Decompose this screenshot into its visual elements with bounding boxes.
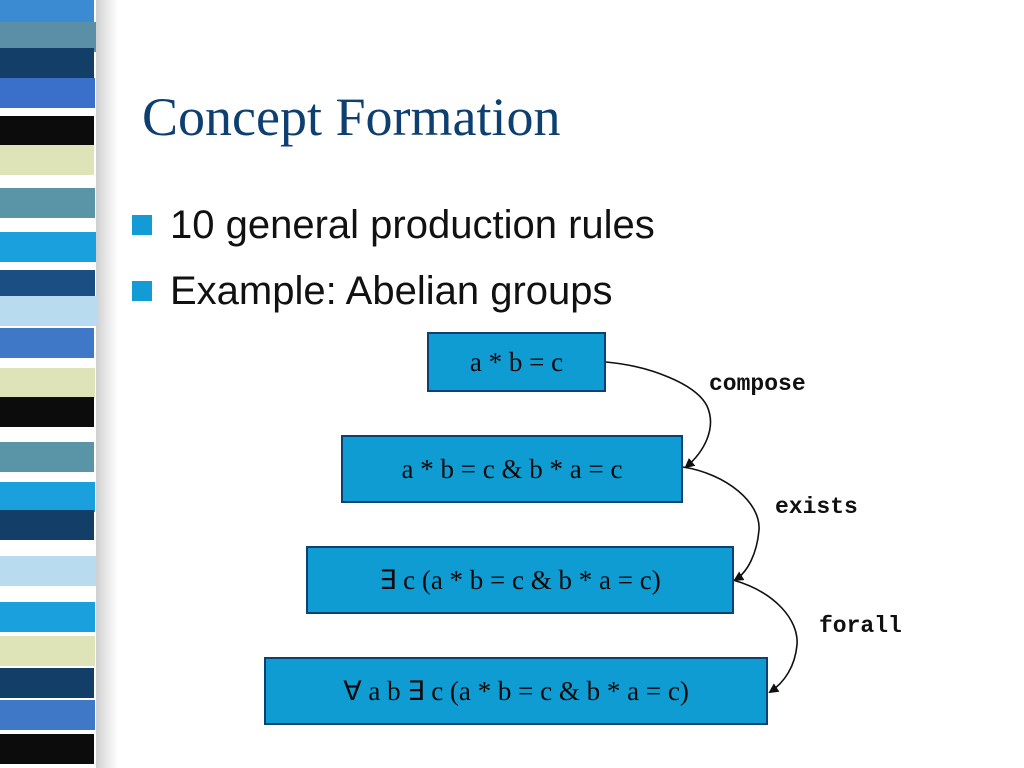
square-bullet-icon bbox=[132, 281, 152, 301]
stripe bbox=[0, 636, 95, 666]
stripe bbox=[0, 78, 95, 108]
stripe bbox=[0, 700, 95, 730]
stripe bbox=[0, 556, 96, 586]
stripe bbox=[0, 510, 94, 540]
expression-box: a * b = c & b * a = c bbox=[341, 435, 683, 503]
stripe bbox=[0, 188, 95, 218]
bullet-item: 10 general production rules bbox=[132, 192, 952, 258]
stripe bbox=[0, 328, 94, 358]
stripe bbox=[0, 734, 94, 764]
stripe bbox=[0, 368, 95, 398]
stripe bbox=[0, 296, 97, 326]
stripe-shadow bbox=[96, 0, 118, 768]
bullet-list: 10 general production rules Example: Abe… bbox=[132, 192, 952, 324]
expression-box: ∃ c (a * b = c & b * a = c) bbox=[306, 546, 734, 614]
edge-label-forall: forall bbox=[819, 613, 902, 639]
stripe bbox=[0, 232, 96, 262]
expression-box: ∀ a b ∃ c (a * b = c & b * a = c) bbox=[264, 657, 768, 725]
slide-title: Concept Formation bbox=[142, 87, 561, 147]
stripe bbox=[0, 116, 94, 146]
expression-box: a * b = c bbox=[427, 332, 606, 392]
stripe bbox=[0, 602, 95, 632]
bullet-text: Example: Abelian groups bbox=[170, 269, 613, 313]
stripe bbox=[0, 397, 94, 427]
decorative-stripe-column bbox=[0, 0, 118, 768]
edge-label-exists: exists bbox=[775, 494, 858, 520]
bullet-text: 10 general production rules bbox=[170, 203, 655, 247]
stripe bbox=[0, 22, 96, 52]
stripe bbox=[0, 668, 94, 698]
stripe bbox=[0, 270, 95, 300]
stripe bbox=[0, 442, 94, 472]
stripe bbox=[0, 145, 94, 175]
stripe bbox=[0, 482, 95, 512]
stripe bbox=[0, 48, 94, 78]
square-bullet-icon bbox=[132, 215, 152, 235]
edge-label-compose: compose bbox=[709, 371, 806, 397]
bullet-item: Example: Abelian groups bbox=[132, 258, 952, 324]
